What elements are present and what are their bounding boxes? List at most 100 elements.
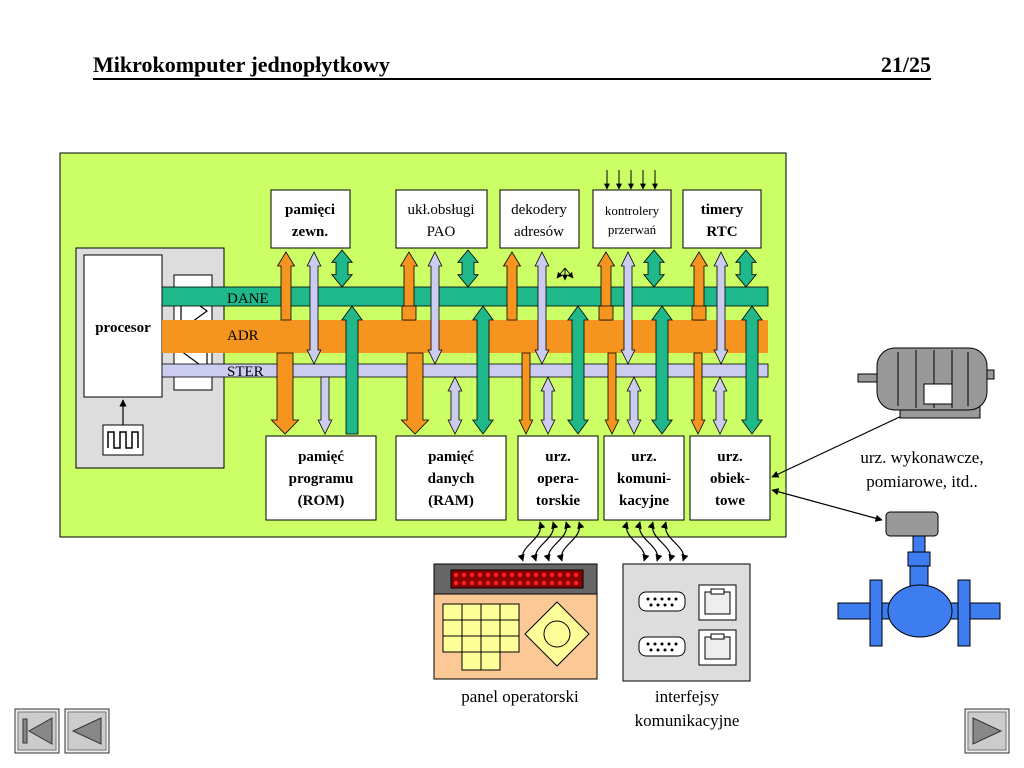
actuators-label-line2: pomiarowe, itd..	[866, 472, 977, 491]
data-bus-label: DANE	[227, 291, 269, 307]
led-dot	[549, 580, 555, 586]
led-dot	[541, 580, 547, 586]
ram-data-connector	[472, 305, 494, 435]
data-memory-block	[395, 435, 507, 521]
operator-address-connector	[518, 352, 534, 435]
communication-devices-line2: komuni-	[617, 471, 671, 487]
processor-box	[83, 254, 163, 398]
decoder-select-lines	[556, 267, 574, 281]
led-dot	[533, 580, 539, 586]
led-dot	[557, 580, 563, 586]
interfaces-label-line2: komunikacyjne	[635, 711, 740, 730]
rom-address-connector	[270, 352, 300, 435]
address-connector	[401, 305, 417, 321]
control-connector	[306, 251, 322, 365]
first-page-icon	[14, 708, 60, 754]
led-dot	[453, 580, 459, 586]
communication-devices-line1: urz.	[631, 449, 657, 465]
led-dot	[541, 572, 547, 578]
interrupt-input-arrows	[604, 170, 658, 190]
communication-devices-line3: kacyjne	[619, 493, 669, 509]
data-connector	[330, 249, 354, 288]
operator-devices-block	[517, 435, 599, 521]
program-memory-line1: pamięć	[298, 449, 344, 465]
object-devices-line1: urz.	[717, 449, 743, 465]
comm-address-connector	[604, 352, 620, 435]
data-memory-line3: (RAM)	[428, 493, 474, 509]
object-data-connector	[741, 305, 763, 435]
address-connector	[691, 305, 707, 321]
object-devices-line2: obiek-	[710, 471, 750, 487]
led-dot	[525, 572, 531, 578]
led-display	[450, 569, 584, 589]
external-memory-line1: pamięci	[285, 202, 335, 218]
communication-interfaces	[622, 563, 751, 682]
led-dot	[493, 580, 499, 586]
address-decoders-block	[499, 189, 580, 249]
led-dot	[485, 580, 491, 586]
address-decoders-line2: adresów	[514, 224, 564, 240]
ram-controller-block	[395, 189, 488, 249]
data-connector	[642, 249, 666, 288]
first-page-button[interactable]	[14, 708, 60, 754]
bus-connectors	[270, 249, 763, 435]
operator-control-connector	[540, 376, 556, 435]
rom-control-connector	[317, 376, 333, 435]
led-dot	[509, 580, 515, 586]
valve-icon	[837, 511, 1001, 647]
led-dot	[565, 572, 571, 578]
operator-panel-label: panel operatorski	[461, 687, 579, 706]
led-dot	[533, 572, 539, 578]
next-page-icon	[964, 708, 1010, 754]
program-memory-block	[265, 435, 377, 521]
control-connector	[713, 251, 729, 365]
led-dot	[549, 572, 555, 578]
previous-page-icon	[64, 708, 110, 754]
timers-line2: RTC	[706, 224, 737, 240]
led-dot	[557, 572, 563, 578]
led-dot	[469, 572, 475, 578]
serial-port-icon	[638, 591, 686, 612]
clock-box	[102, 424, 144, 456]
control-bus	[161, 363, 769, 378]
led-dot	[477, 580, 483, 586]
object-devices-line3: towe	[715, 493, 745, 509]
data-connector	[456, 249, 480, 288]
program-memory-line3: (ROM)	[298, 493, 345, 509]
next-page-button[interactable]	[964, 708, 1010, 754]
led-dot	[461, 580, 467, 586]
comm-data-connector	[651, 305, 673, 435]
clock-signal-icon	[107, 431, 139, 449]
led-dot	[461, 572, 467, 578]
address-decoders-line1: dekodery	[511, 202, 567, 218]
interrupt-controllers-line2: przerwań	[608, 222, 657, 237]
data-connector	[734, 249, 758, 288]
data-memory-line2: danych	[428, 471, 475, 487]
address-bus-label: ADR	[227, 328, 259, 344]
keypad	[442, 603, 520, 671]
control-bus-label: STER	[227, 364, 264, 380]
ram-controller-line1: ukł.obsługi	[407, 202, 474, 218]
led-dot	[501, 572, 507, 578]
interfaces-label-line1: interfejsy	[655, 687, 720, 706]
led-dot	[517, 580, 523, 586]
external-memory-block	[270, 189, 351, 249]
led-dots	[453, 572, 579, 586]
led-dot	[525, 580, 531, 586]
processor-label: procesor	[95, 320, 151, 336]
led-dot	[469, 580, 475, 586]
address-connector	[276, 251, 296, 321]
rom-data-connector	[341, 305, 363, 435]
timers-block	[682, 189, 762, 249]
address-connector	[502, 251, 522, 321]
control-connector	[427, 251, 443, 365]
comm-control-connector	[626, 376, 642, 435]
previous-page-button[interactable]	[64, 708, 110, 754]
operator-devices-line1: urz.	[545, 449, 571, 465]
external-memory-line2: zewn.	[292, 224, 328, 240]
slide-title: Mikrokomputer jednopłytkowy	[93, 52, 390, 77]
led-dot	[493, 572, 499, 578]
ram-control-connector	[447, 376, 463, 435]
serial-port-icon	[638, 636, 686, 657]
